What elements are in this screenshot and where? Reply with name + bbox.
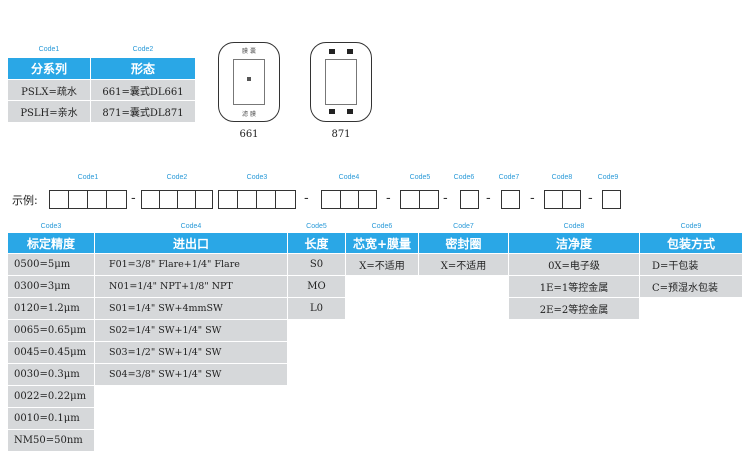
length-row: MO xyxy=(288,276,345,297)
table-code3: Code3 xyxy=(40,223,62,230)
example-code3: Code3 xyxy=(246,174,268,181)
port-row: N01=1/4" NPT+1/8" NPT xyxy=(95,276,287,297)
precision-row: 0045=0.45μm xyxy=(8,342,94,363)
separator-dash: - xyxy=(386,191,391,206)
example-code2: Code2 xyxy=(166,174,188,181)
filter-871-port-bl xyxy=(329,109,335,114)
cleanliness-row: 0X=电子级 xyxy=(509,254,639,275)
example-code1-box-1 xyxy=(49,190,69,209)
port-row: S01=1/4" SW+4mmSW xyxy=(95,298,287,319)
filter-661-drawing: 膜 囊 滤 膜 xyxy=(218,42,280,122)
separator-dash: - xyxy=(131,191,136,206)
precision-row: 0500=5μm xyxy=(8,254,94,275)
filter-661-top-text: 膜 囊 xyxy=(242,48,256,55)
example-code4-box-2 xyxy=(340,190,359,209)
table-code8: Code8 xyxy=(563,223,585,230)
table-code6: Code6 xyxy=(371,223,393,230)
length-row: S0 xyxy=(288,254,345,275)
example-code4: Code4 xyxy=(338,174,360,181)
example-code8-box-1 xyxy=(544,190,563,209)
example-code1: Code1 xyxy=(77,174,99,181)
table-code7: Code7 xyxy=(453,223,474,230)
example-code8-box-2 xyxy=(562,190,581,209)
filter-871-port-tl xyxy=(329,49,335,54)
example-code7: Code7 xyxy=(498,174,520,181)
form-row-2: 871=囊式DL871 xyxy=(91,101,195,122)
example-code5: Code5 xyxy=(409,174,431,181)
separator-dash: - xyxy=(304,191,309,206)
header-length: 长度 xyxy=(288,233,345,253)
example-code3-box-4 xyxy=(275,190,296,209)
series-row-2: PSLH=亲水 xyxy=(8,101,90,122)
precision-row: 0120=1.2μm xyxy=(8,298,94,319)
filter-871-label: 871 xyxy=(331,129,351,140)
port-row: S03=1/2" SW+1/4" SW xyxy=(95,342,287,363)
packaging-row: C=预湿水包装 xyxy=(640,276,742,297)
example-code2-box-1 xyxy=(141,190,160,209)
example-code9: Code9 xyxy=(597,174,619,181)
form-row-1: 661=囊式DL661 xyxy=(91,80,195,100)
port-row: F01=3/8" Flare+1/4" Flare xyxy=(95,254,287,275)
precision-row: 0065=0.65μm xyxy=(8,320,94,341)
example-code2-box-4 xyxy=(195,190,213,209)
example-code3-box-3 xyxy=(256,190,276,209)
header-packaging: 包装方式 xyxy=(640,233,742,253)
example-code9-box xyxy=(602,190,621,209)
cleanliness-row: 1E=1等控金属 xyxy=(509,276,639,297)
precision-row: 0300=3μm xyxy=(8,276,94,297)
filter-661-label: 661 xyxy=(239,129,259,140)
example-code6-box xyxy=(460,190,479,209)
header-cleanliness: 洁净度 xyxy=(509,233,639,253)
example-code2-box-3 xyxy=(177,190,196,209)
packaging-row: D=干包装 xyxy=(640,254,742,275)
filter-871-port-br xyxy=(347,109,353,114)
precision-row: 0030=0.3μm xyxy=(8,364,94,385)
port-row: S04=3/8" SW+1/4" SW xyxy=(95,364,287,385)
table-code5: Code5 xyxy=(306,223,327,230)
example-code1-box-3 xyxy=(87,190,107,209)
header-core-membrane: 芯宽+膜量 xyxy=(346,233,418,253)
cleanliness-row: 2E=2等控金属 xyxy=(509,298,639,319)
table-code4: Code4 xyxy=(180,223,202,230)
port-row: S02=1/4" SW+1/4" SW xyxy=(95,320,287,341)
example-code3-box-1 xyxy=(218,190,238,209)
table-code9: Code9 xyxy=(680,223,702,230)
example-code3-box-2 xyxy=(237,190,257,209)
example-code1-box-2 xyxy=(68,190,88,209)
core-membrane-row: X=不适用 xyxy=(346,254,418,275)
example-label: 示例: xyxy=(12,194,38,207)
precision-row: 0022=0.22μm xyxy=(8,386,94,407)
filter-871-drawing xyxy=(310,42,372,122)
length-row: L0 xyxy=(288,298,345,319)
header-form: 形态 xyxy=(91,58,195,79)
header-precision: 标定精度 xyxy=(8,233,94,253)
filter-871-port-tr xyxy=(347,49,353,54)
code2-label: Code2 xyxy=(132,46,154,53)
header-seal: 密封圈 xyxy=(419,233,508,253)
precision-row: NM50=50nm xyxy=(8,430,94,451)
separator-dash: - xyxy=(588,191,593,206)
example-code5-box-1 xyxy=(400,190,420,209)
filter-661-dot xyxy=(247,77,251,81)
separator-dash: - xyxy=(530,191,535,206)
example-code6: Code6 xyxy=(453,174,475,181)
header-ports: 进出口 xyxy=(95,233,287,253)
example-code1-box-4 xyxy=(106,190,127,209)
example-code2-box-2 xyxy=(159,190,178,209)
separator-dash: - xyxy=(443,191,448,206)
code1-label: Code1 xyxy=(38,46,60,53)
example-code5-box-2 xyxy=(419,190,439,209)
filter-661-body xyxy=(233,59,265,105)
header-series: 分系列 xyxy=(8,58,90,79)
example-code7-box xyxy=(501,190,520,209)
example-code4-box-1 xyxy=(321,190,341,209)
example-code4-box-3 xyxy=(358,190,377,209)
example-code8: Code8 xyxy=(551,174,573,181)
seal-row: X=不适用 xyxy=(419,254,508,275)
precision-row: 0010=0.1μm xyxy=(8,408,94,429)
filter-871-body xyxy=(325,59,357,105)
separator-dash: - xyxy=(486,191,491,206)
series-row-1: PSLX=疏水 xyxy=(8,80,90,100)
filter-661-bottom-text: 滤 膜 xyxy=(242,111,256,118)
